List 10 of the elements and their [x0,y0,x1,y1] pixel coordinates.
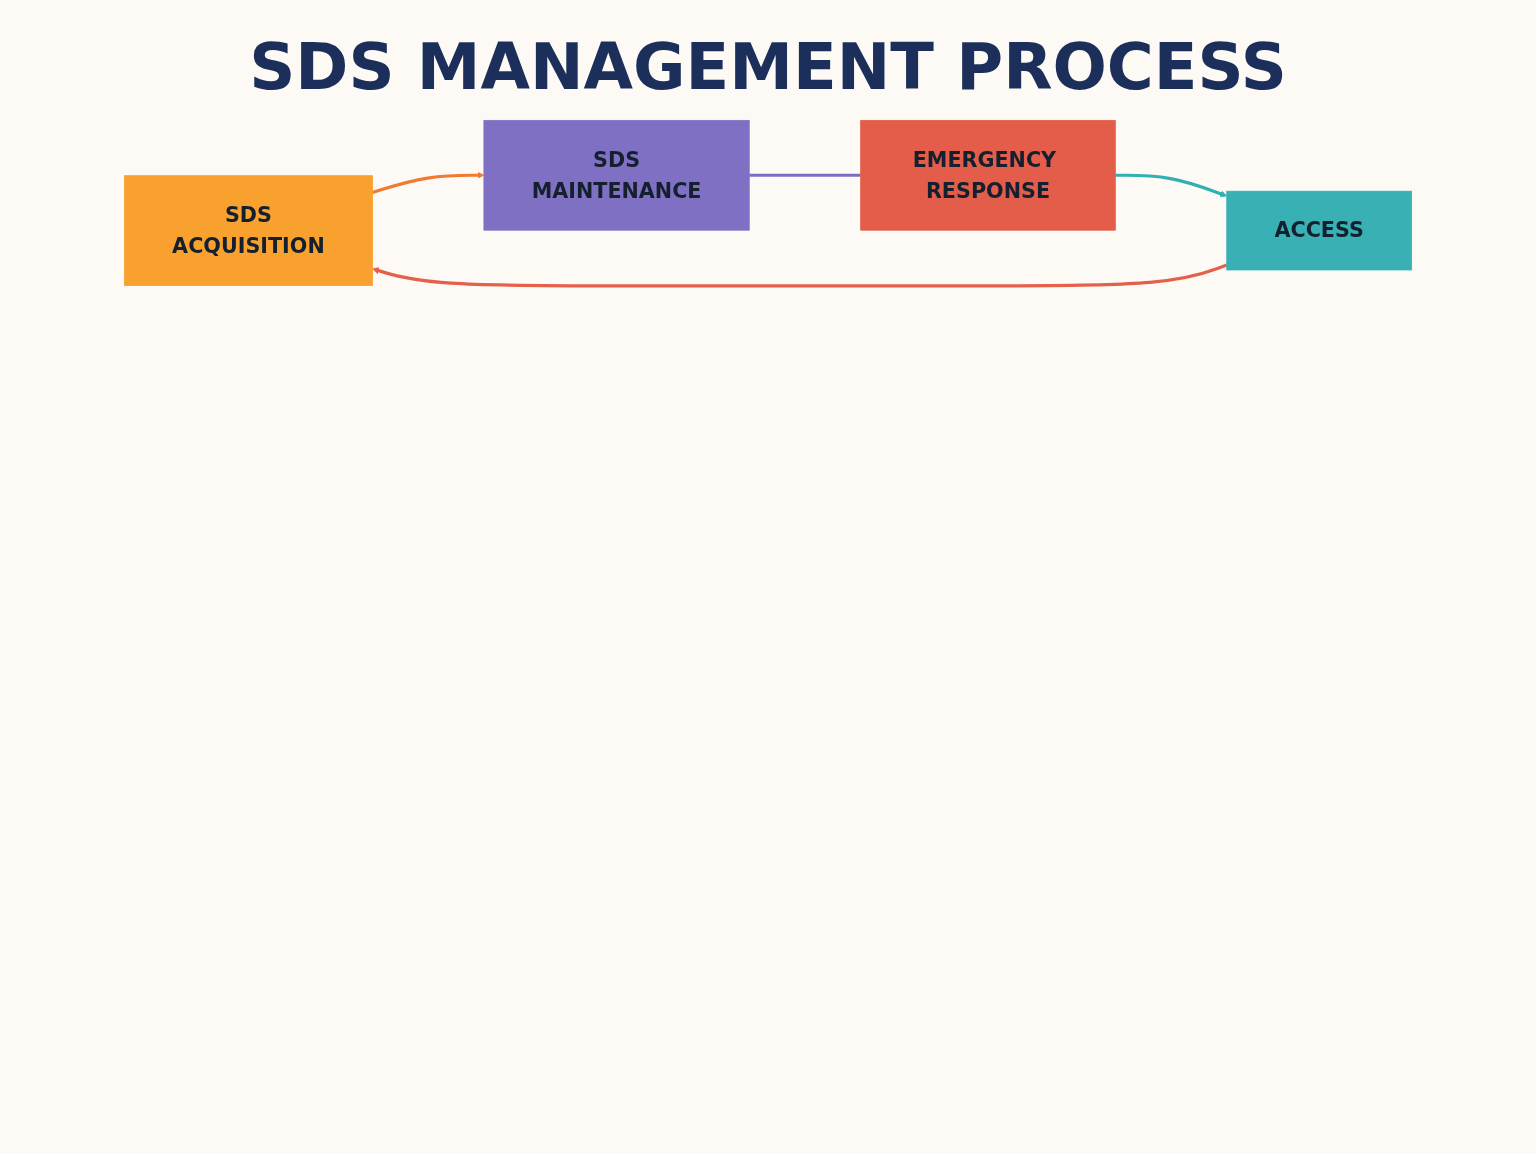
node-box [860,119,1116,231]
arrow [1115,173,1228,198]
flow-diagram: SDS ACQUISITION SDS MAINTENANCE ACCESS EMERGENCY RESPONSE [118,114,1418,293]
node-box [1226,190,1413,271]
arrow [372,171,485,194]
connector [749,173,861,177]
node-box [483,119,750,231]
node-box [123,175,373,286]
title: SDS MANAGEMENT PROCESS [248,30,1288,104]
arrow [372,263,1228,288]
